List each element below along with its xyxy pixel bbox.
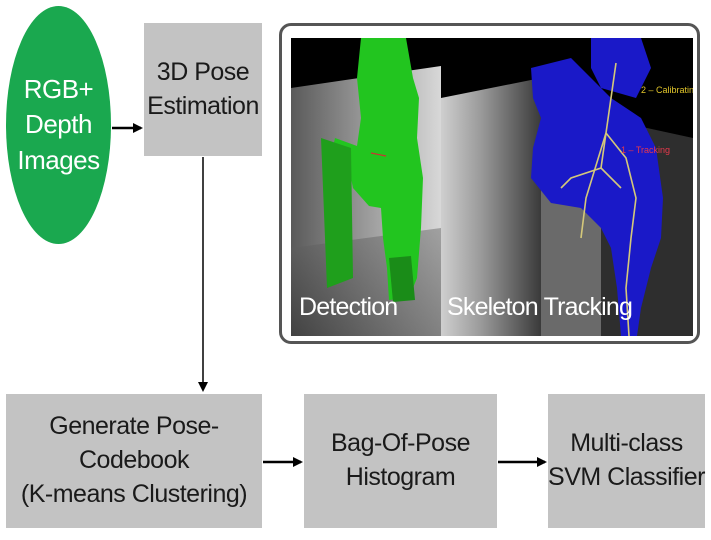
pose-estimation-line-2: Estimation	[147, 91, 259, 120]
kinect-image-panel: Detection	[279, 23, 700, 344]
classifier-line-2: SVM Classifier	[548, 463, 705, 491]
pose-estimation-line-1: 3D Pose	[156, 57, 250, 86]
input-line-1: RGB+	[23, 74, 94, 105]
histogram-node: Bag-Of-Pose Histogram	[304, 394, 497, 528]
detection-image-graphic	[291, 38, 441, 336]
input-line-3: Images	[17, 144, 100, 175]
detection-figure	[331, 38, 423, 300]
skeleton-lines	[560, 62, 637, 336]
skeleton-tracking-image: 1 – Tracking 2 – Calibrating [OK Skeleto…	[441, 38, 693, 336]
calibrating-status-label: 2 – Calibrating [OK	[641, 85, 693, 95]
detection-label: Detection	[299, 293, 398, 321]
input-line-2: Depth	[25, 109, 92, 140]
histogram-line-2: Histogram	[345, 463, 456, 491]
tracking-image-graphic: 1 – Tracking 2 – Calibrating [OK	[441, 38, 693, 336]
codebook-line-1: Generate Pose-Codebook	[49, 412, 219, 475]
classifier-node: Multi-class SVM Classifier	[548, 394, 705, 528]
tracking-status-label: 1 – Tracking	[621, 145, 670, 155]
codebook-line-2: (K-means Clustering)	[20, 479, 248, 508]
detection-image: Detection	[291, 38, 441, 336]
tracking-figure	[531, 58, 663, 336]
skeleton-tracking-label: Skeleton Tracking	[447, 293, 633, 321]
histogram-line-1: Bag-Of-Pose	[330, 429, 471, 458]
input-node: RGB+ Depth Images	[6, 6, 111, 244]
codebook-node: Generate Pose-Codebook (K-means Clusteri…	[6, 394, 262, 528]
pose-estimation-node: 3D Pose Estimation	[144, 23, 262, 156]
classifier-line-1: Multi-class	[570, 429, 683, 458]
